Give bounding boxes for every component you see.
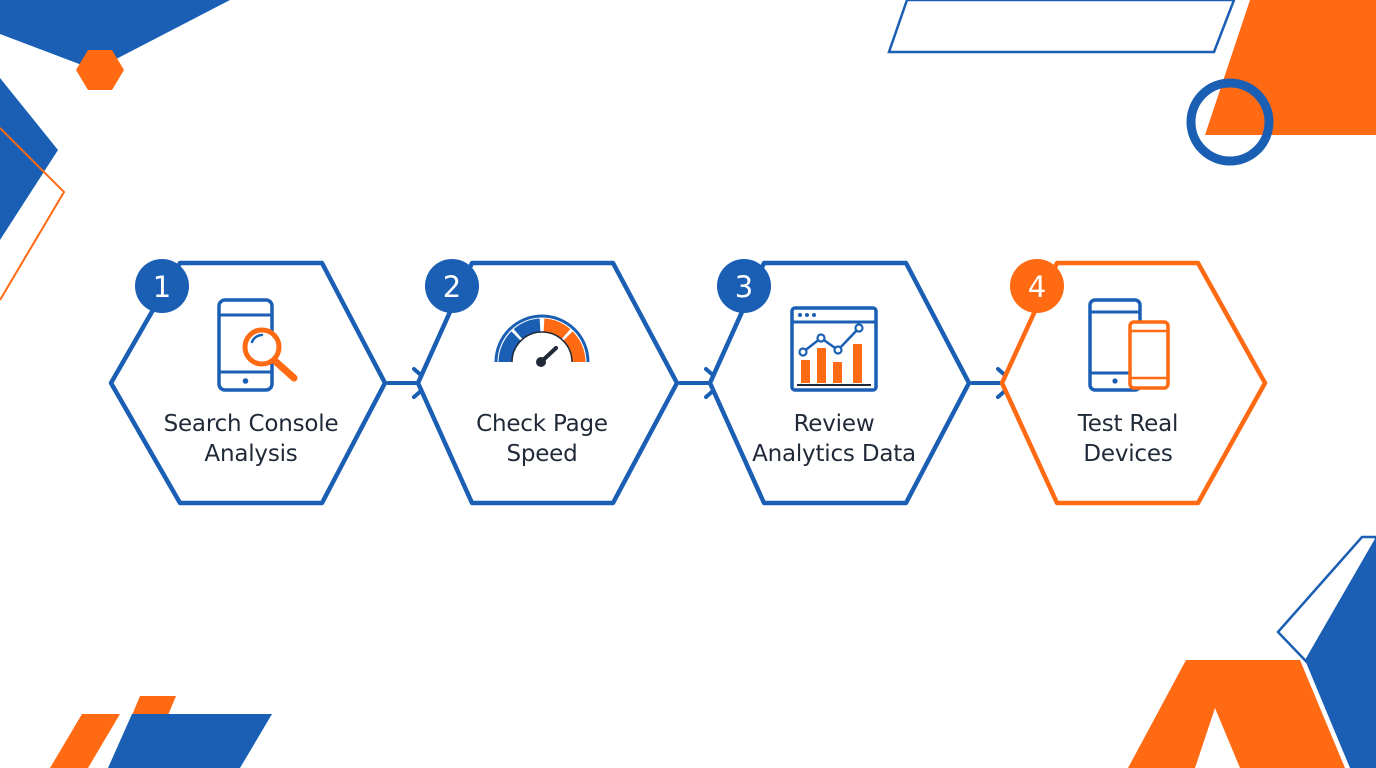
step-4-label: Test Real Devices — [1008, 409, 1248, 469]
step-1-label-line-1: Search Console — [163, 411, 339, 437]
step-1: 1 — [108, 259, 388, 506]
deco-bottom-left-blue-block — [108, 714, 272, 768]
step-4-badge: 4 — [1010, 259, 1064, 313]
step-4: 4 — [999, 259, 1268, 506]
phone-magnifier-icon — [217, 298, 298, 392]
step-1-badge: 1 — [135, 259, 189, 313]
speedometer-icon — [494, 314, 590, 367]
deco-top-left-blue-triangle — [0, 0, 230, 70]
deco-bottom-right-blue-block — [1305, 537, 1376, 768]
step-2-badge: 2 — [425, 259, 479, 313]
step-1-label: Search Console Analysis — [131, 409, 371, 469]
analytics-dashboard-icon — [790, 306, 878, 392]
deco-left-blue-chevron — [0, 78, 58, 240]
step-2-label-line-1: Check Page — [476, 411, 608, 437]
deco-top-left-orange-hexagon — [76, 50, 124, 90]
deco-top-right-outline — [887, 0, 1236, 54]
deco-top-right-orange-block — [1205, 0, 1376, 135]
step-3-label-line-2: Analytics Data — [752, 441, 916, 467]
step-4-label-line-2: Devices — [1083, 441, 1173, 467]
step-2-label: Check Page Speed — [422, 409, 662, 469]
step-1-label-line-2: Analysis — [204, 441, 298, 467]
step-1-number: 1 — [153, 270, 171, 304]
devices-icon — [1088, 298, 1170, 392]
deco-bottom-right-orange-block — [1128, 660, 1345, 768]
deco-bottom-right-white-notch — [1195, 708, 1240, 768]
step-2-label-line-2: Speed — [506, 441, 578, 467]
step-4-label-line-1: Test Real — [1077, 411, 1179, 437]
step-3-number: 3 — [735, 270, 753, 304]
step-3: 3 — [707, 259, 972, 506]
deco-left-orange-line — [0, 127, 66, 301]
step-2: 2 — [415, 259, 680, 506]
deco-top-right-ring — [1186, 78, 1274, 166]
step-2-number: 2 — [443, 270, 461, 304]
step-3-badge: 3 — [717, 259, 771, 313]
step-3-label: Review Analytics Data — [714, 409, 954, 469]
step-3-label-line-1: Review — [793, 411, 875, 437]
deco-bottom-left-orange-stripe — [50, 714, 120, 768]
step-2-hexagon — [415, 260, 680, 506]
step-4-number: 4 — [1028, 270, 1046, 304]
